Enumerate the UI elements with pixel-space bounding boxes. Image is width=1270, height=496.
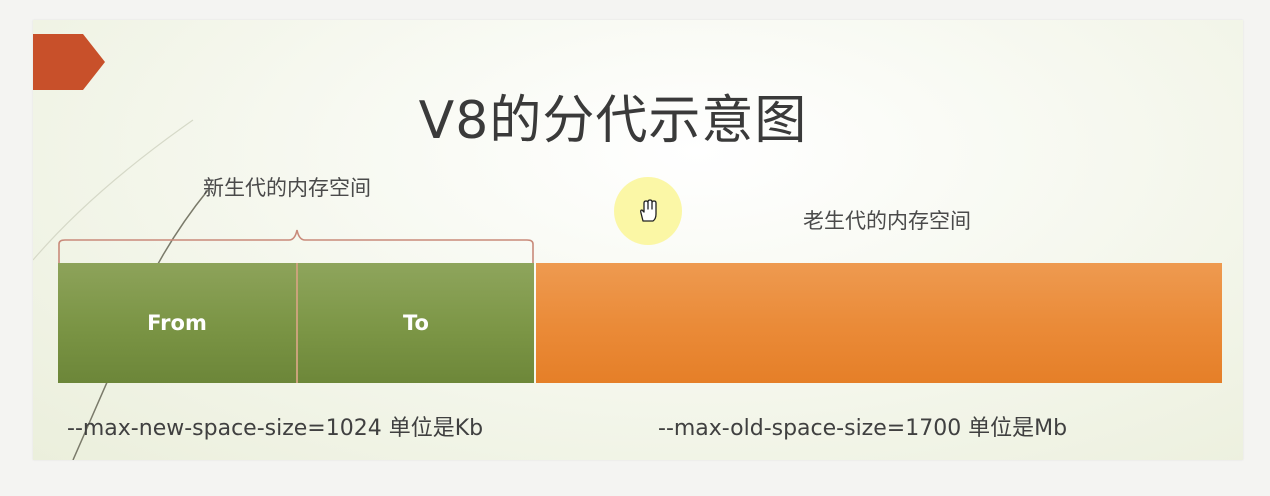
to-space-block: To: [298, 263, 534, 383]
old-space-block: [536, 263, 1222, 383]
from-space-block: From: [58, 263, 298, 383]
new-space-label: 新生代的内存空间: [203, 176, 371, 200]
from-space-label: From: [147, 311, 207, 335]
new-space-param: --max-new-space-size=1024 单位是Kb: [67, 416, 484, 441]
old-space-param: --max-old-space-size=1700 单位是Mb: [658, 416, 1068, 441]
slide-title: V8的分代示意图: [418, 91, 808, 151]
old-space-label: 老生代的内存空间: [803, 209, 971, 233]
cursor-highlight: [614, 177, 682, 245]
slide: V8的分代示意图 新生代的内存空间 老生代的内存空间 From To --max…: [33, 20, 1243, 460]
to-space-label: To: [403, 311, 429, 335]
new-space-brace: [58, 229, 534, 264]
accent-arrow-icon: [33, 34, 105, 90]
hand-pointer-icon: [640, 199, 657, 222]
